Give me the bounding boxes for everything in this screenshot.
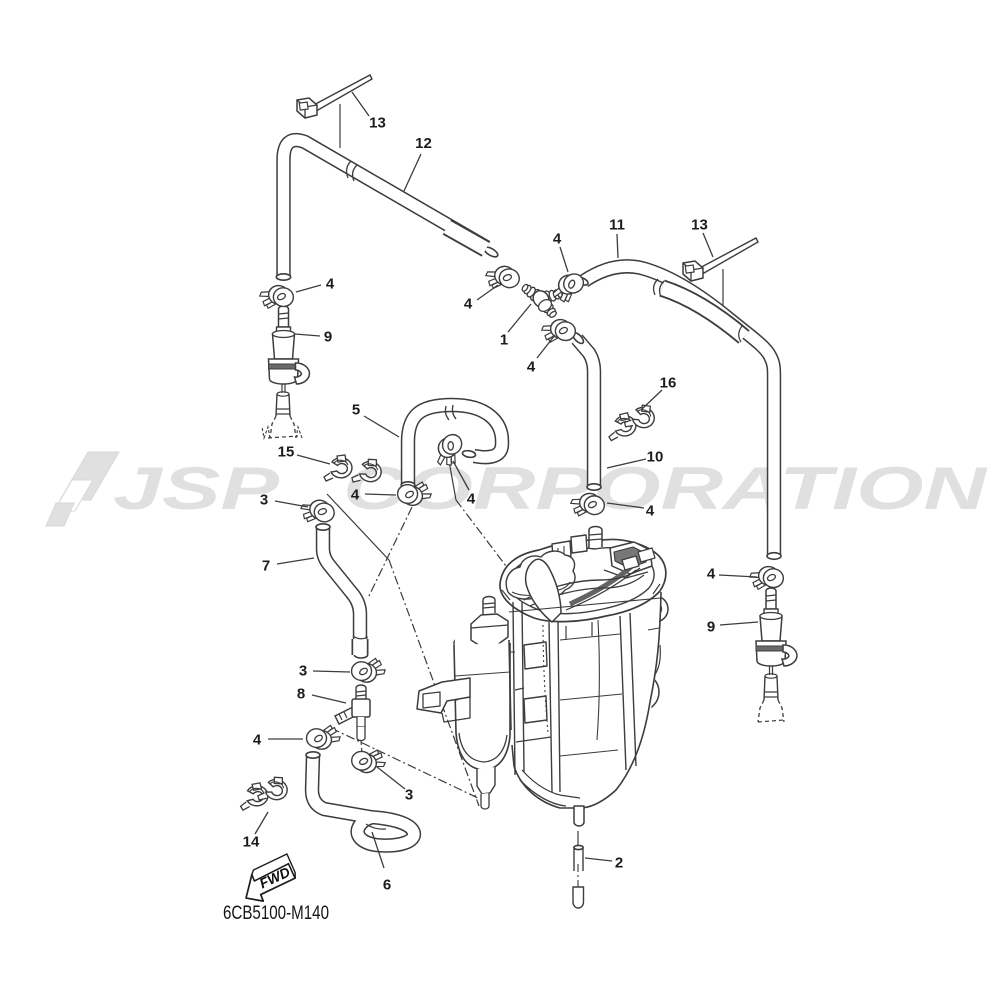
- svg-text:13: 13: [691, 216, 708, 233]
- svg-text:JSP: JSP: [113, 455, 280, 522]
- svg-text:6CB5100-M140: 6CB5100-M140: [223, 903, 329, 924]
- svg-text:6: 6: [383, 876, 391, 893]
- svg-text:7: 7: [262, 557, 270, 574]
- svg-text:13: 13: [369, 115, 386, 132]
- svg-text:14: 14: [243, 833, 260, 850]
- svg-text:4: 4: [467, 490, 476, 507]
- svg-text:12: 12: [415, 135, 432, 152]
- svg-text:15: 15: [278, 443, 295, 460]
- svg-text:4: 4: [553, 230, 562, 247]
- svg-text:4: 4: [326, 275, 335, 292]
- svg-text:4: 4: [253, 731, 262, 748]
- svg-text:4: 4: [707, 565, 716, 582]
- svg-text:9: 9: [324, 328, 332, 345]
- svg-text:11: 11: [609, 216, 625, 233]
- svg-text:16: 16: [660, 374, 677, 391]
- svg-text:9: 9: [707, 618, 715, 635]
- svg-text:5: 5: [352, 401, 360, 418]
- svg-text:3: 3: [405, 786, 413, 803]
- svg-text:4: 4: [646, 502, 655, 519]
- svg-text:3: 3: [260, 491, 268, 508]
- svg-text:8: 8: [297, 685, 305, 702]
- svg-text:4: 4: [351, 486, 360, 503]
- svg-text:2: 2: [615, 854, 623, 871]
- svg-text:3: 3: [299, 662, 307, 679]
- svg-text:10: 10: [647, 448, 664, 465]
- svg-text:1: 1: [500, 331, 508, 348]
- svg-text:4: 4: [464, 295, 473, 312]
- svg-text:4: 4: [527, 358, 536, 375]
- svg-text:CORPORATION: CORPORATION: [343, 455, 988, 522]
